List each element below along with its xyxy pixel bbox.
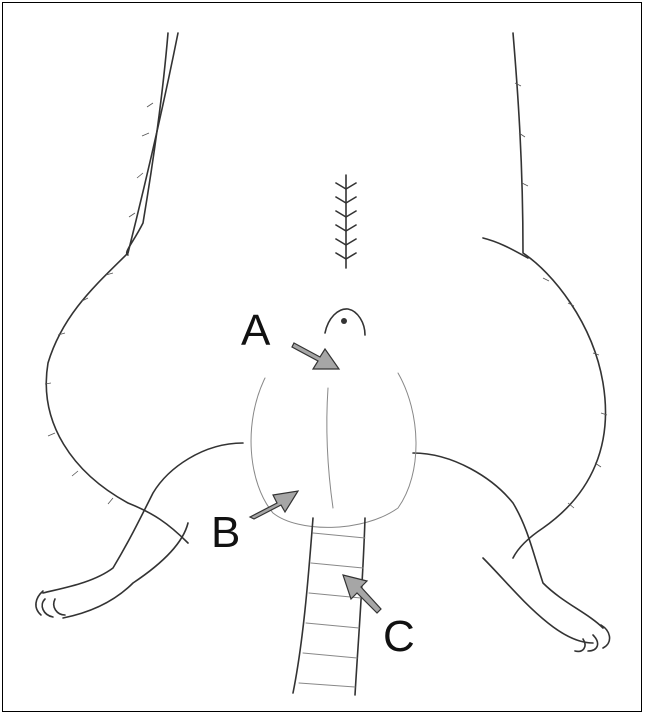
arrow-c	[343, 575, 381, 613]
arrow-b	[250, 491, 298, 519]
label-a: A	[241, 309, 270, 353]
right-flank	[483, 33, 607, 558]
label-b: B	[211, 511, 240, 555]
tail	[293, 518, 365, 695]
genital-papilla	[325, 309, 365, 335]
suture-line	[336, 175, 356, 268]
right-hindlimb	[413, 453, 610, 651]
arrow-a	[292, 343, 339, 369]
left-flank	[45, 33, 188, 543]
label-c: C	[383, 615, 415, 659]
rat-ventral-sketch	[3, 3, 643, 713]
